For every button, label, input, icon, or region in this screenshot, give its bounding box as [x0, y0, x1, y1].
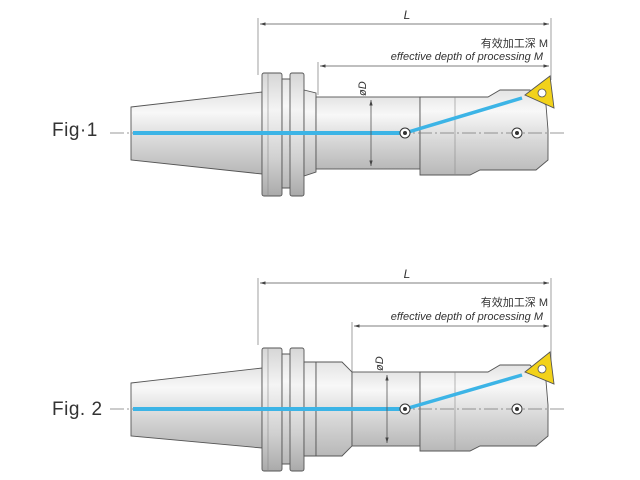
depth-label-en: effective depth of processing M	[391, 311, 544, 323]
boring-head	[419, 364, 549, 452]
depth-label-en: effective depth of processing M	[391, 51, 544, 63]
figure-1: L 有效加工深 M effective depth of processing …	[110, 8, 565, 197]
depth-label-cn: 有效加工深 M	[481, 36, 548, 50]
bolt-2-core	[515, 131, 519, 135]
dim-L-text: L	[404, 8, 411, 22]
dim-D-text: øD	[374, 356, 386, 371]
insert-screw	[537, 88, 547, 98]
bolt-1-core	[403, 131, 407, 135]
coolant-outlet	[404, 96, 523, 135]
dim-L-text: L	[404, 267, 411, 281]
depth-label-cn: 有效加工深 M	[481, 295, 548, 309]
coolant-outlet	[404, 373, 523, 411]
boring-head	[419, 89, 549, 176]
figure-2: L 有效加工深 M effective depth of processing …	[110, 267, 565, 472]
figure-2-label: Fig. 2	[52, 399, 103, 420]
insert-screw	[537, 364, 547, 374]
bolt-1-core	[403, 407, 407, 411]
bolt-2-core	[515, 407, 519, 411]
dim-D-text: øD	[357, 81, 369, 96]
figure-1-label: Fig·1	[52, 120, 98, 141]
